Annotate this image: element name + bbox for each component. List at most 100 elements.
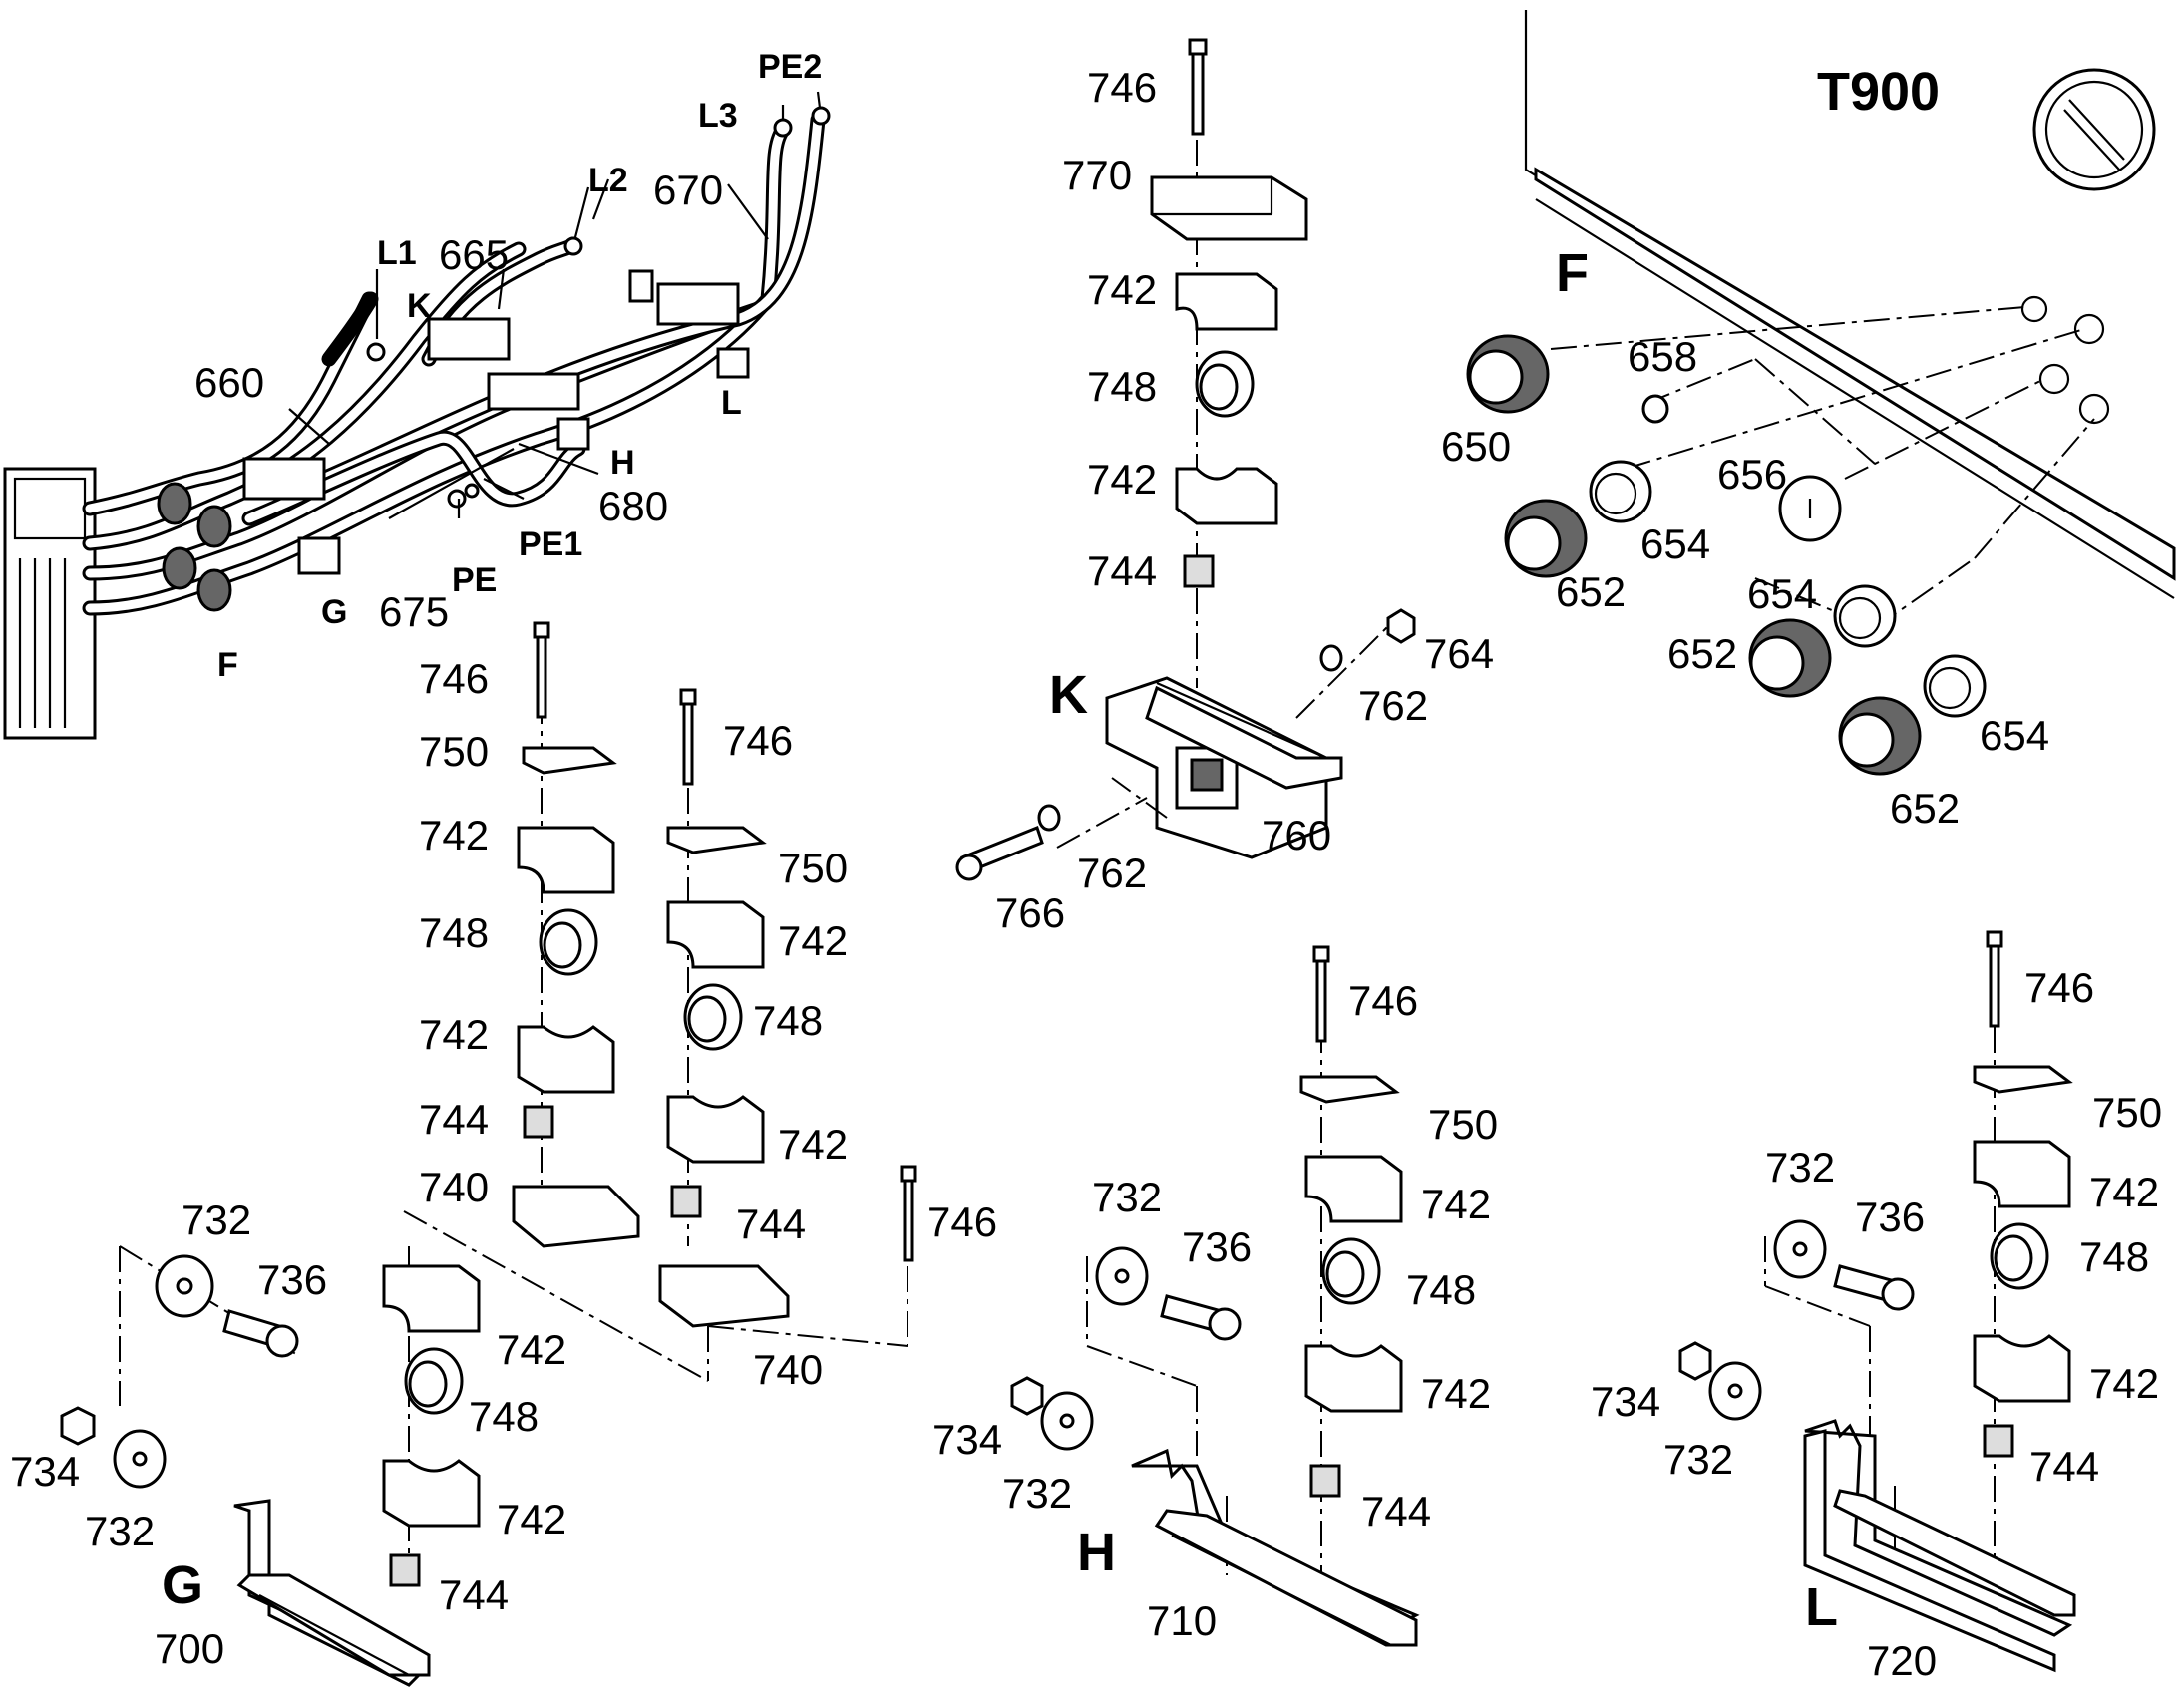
label-762-bottom: 762 — [1077, 850, 1147, 896]
label-734-g: 734 — [10, 1448, 80, 1495]
label-K-overview: K — [407, 287, 432, 325]
nut-744-g-b — [670, 1185, 702, 1218]
detail-letter-K: K — [1049, 665, 1088, 725]
part-742-l-bottom — [1973, 1334, 2071, 1403]
overview-assembly: 660 665 670 675 680 L1 L2 L3 PE2 PE1 PE … — [3, 48, 831, 740]
label-736-h: 736 — [1182, 1223, 1252, 1270]
label-742-k-bottom: 742 — [1087, 456, 1157, 503]
label-720: 720 — [1867, 1637, 1937, 1684]
label-748-g-b: 748 — [753, 997, 823, 1044]
label-736-g: 736 — [257, 1256, 327, 1303]
label-742-l-bottom: 742 — [2089, 1360, 2159, 1407]
label-732-l-b: 732 — [1663, 1436, 1733, 1483]
label-748-l: 748 — [2079, 1233, 2149, 1280]
t900-title: T900 — [1817, 62, 1940, 122]
label-710: 710 — [1147, 1597, 1217, 1644]
washer-750-h — [1299, 1075, 1400, 1104]
label-654-c: 654 — [1980, 712, 2049, 759]
bolt-746-l — [1986, 930, 2003, 948]
nut-734-h — [1010, 1376, 1044, 1416]
label-665: 665 — [439, 231, 509, 278]
label-760: 760 — [1262, 812, 1331, 858]
label-762-top: 762 — [1358, 682, 1428, 729]
label-PE1: PE1 — [519, 525, 582, 563]
label-675: 675 — [379, 588, 449, 635]
washer-750-g-b — [666, 826, 767, 854]
clamp-k — [427, 317, 511, 361]
label-746-g-b: 746 — [723, 717, 793, 764]
label-656: 656 — [1717, 451, 1787, 498]
detail-letter-L: L — [1805, 1577, 1838, 1637]
label-740-b: 740 — [753, 1346, 823, 1393]
label-742-h-bottom: 742 — [1421, 1370, 1491, 1417]
part-770 — [1150, 175, 1308, 241]
washer-762-top — [1319, 644, 1343, 672]
label-PE: PE — [452, 561, 497, 599]
label-L3: L3 — [698, 97, 738, 135]
nut-744-g-c — [389, 1553, 421, 1587]
label-734-h: 734 — [932, 1416, 1002, 1463]
bolt-746-g-c — [900, 1165, 917, 1183]
label-748-g-c: 748 — [469, 1393, 539, 1440]
label-F-overview: F — [217, 646, 238, 684]
label-744-h: 744 — [1361, 1488, 1431, 1535]
bolt-746-g-b — [679, 688, 697, 706]
label-748-h: 748 — [1406, 1266, 1476, 1313]
clamp-l — [656, 282, 740, 326]
label-742-l-top: 742 — [2089, 1169, 2159, 1215]
nut-744-g-a — [523, 1105, 554, 1139]
label-742-k-top: 742 — [1087, 266, 1157, 313]
label-764: 764 — [1424, 630, 1494, 677]
label-748-g-a: 748 — [419, 909, 489, 956]
part-742-k-bottom — [1175, 467, 1278, 525]
label-680: 680 — [598, 483, 668, 529]
label-660: 660 — [194, 359, 264, 406]
t900-round-port — [2032, 68, 2156, 191]
label-746-g-a: 746 — [419, 655, 489, 702]
label-746-k: 746 — [1087, 64, 1157, 111]
nut-744-h — [1309, 1464, 1341, 1498]
clamp-h — [487, 372, 580, 411]
label-652-b: 652 — [1667, 630, 1737, 677]
detail-letter-G: G — [162, 1555, 203, 1615]
label-732-l-a: 732 — [1765, 1144, 1835, 1191]
part-742-k-top — [1175, 272, 1278, 331]
detail-k: 746 770 742 748 742 744 764 762 760 762 … — [955, 38, 1494, 936]
part-742-h-top — [1304, 1155, 1403, 1223]
label-750-h: 750 — [1428, 1101, 1498, 1148]
label-742-g-a1: 742 — [419, 812, 489, 858]
label-744-k: 744 — [1087, 547, 1157, 594]
label-G-overview: G — [321, 593, 347, 631]
label-742-g-c2: 742 — [497, 1496, 566, 1542]
label-766: 766 — [995, 889, 1065, 936]
detail-g: 746 750 742 748 742 744 740 746 750 742 … — [10, 621, 997, 1687]
part-742-g-b2 — [666, 1095, 765, 1164]
nut-744-l — [1983, 1424, 2014, 1458]
part-742-g-c2 — [382, 1459, 481, 1528]
rail-740-a — [512, 1185, 640, 1248]
rail-740-b — [658, 1264, 790, 1328]
detail-letter-F: F — [1556, 243, 1589, 303]
label-H-overview: H — [610, 444, 635, 482]
bolt-746-g-a — [533, 621, 550, 639]
label-L-overview: L — [721, 384, 742, 422]
label-652-a: 652 — [1556, 568, 1626, 615]
label-732-h-a: 732 — [1092, 1174, 1162, 1220]
label-742-g-b1: 742 — [778, 917, 848, 964]
label-L2: L2 — [588, 162, 628, 199]
part-742-l-top — [1973, 1140, 2071, 1208]
detail-f: T900 F 658 650 656 654 652 654 652 654 6… — [1441, 10, 2176, 832]
washer-750-g-a — [522, 746, 617, 775]
label-750-l: 750 — [2092, 1089, 2162, 1136]
nut-764 — [1386, 608, 1416, 644]
label-658: 658 — [1628, 333, 1697, 380]
label-732-g-a: 732 — [182, 1196, 251, 1243]
detail-l: 746 750 742 748 742 744 732 736 734 732 … — [1591, 930, 2162, 1684]
part-742-g-b1 — [666, 900, 765, 969]
washer-762-bottom — [1037, 804, 1061, 832]
label-744-g-c: 744 — [439, 1571, 509, 1618]
label-750-g-a: 750 — [419, 728, 489, 775]
label-742-g-c1: 742 — [497, 1326, 566, 1373]
label-650: 650 — [1441, 423, 1511, 470]
